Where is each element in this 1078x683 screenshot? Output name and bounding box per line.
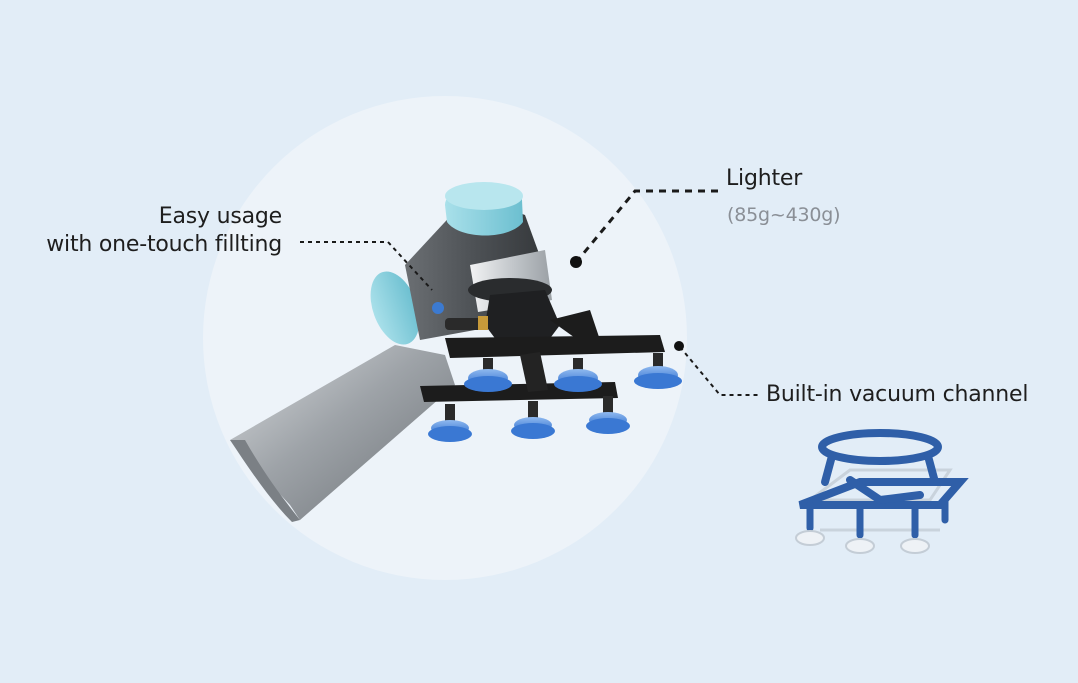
lighter-title: Lighter bbox=[726, 166, 803, 191]
gripper-frame-top bbox=[445, 335, 665, 358]
vacuum-dot bbox=[674, 341, 684, 351]
callout-lines bbox=[300, 189, 758, 396]
easy-usage-callout: Easy usage with one-touch fillting bbox=[46, 203, 282, 259]
lighter-line bbox=[576, 189, 718, 261]
easy-usage-line2: with one-touch fillting bbox=[46, 232, 282, 257]
easy-usage-line bbox=[300, 241, 433, 291]
suction-cups bbox=[428, 353, 682, 442]
lighter-weight: (85g~430g) bbox=[727, 204, 841, 226]
lighter-dot bbox=[570, 256, 582, 268]
vacuum-line bbox=[679, 346, 758, 396]
easy-usage-line1: Easy usage bbox=[158, 204, 282, 229]
elbow-cap bbox=[370, 271, 420, 345]
lower-arm bbox=[230, 345, 455, 520]
vacuum-channel-callout: Built-in vacuum channel bbox=[766, 382, 1029, 407]
vacuum-channel-inset bbox=[790, 428, 970, 568]
